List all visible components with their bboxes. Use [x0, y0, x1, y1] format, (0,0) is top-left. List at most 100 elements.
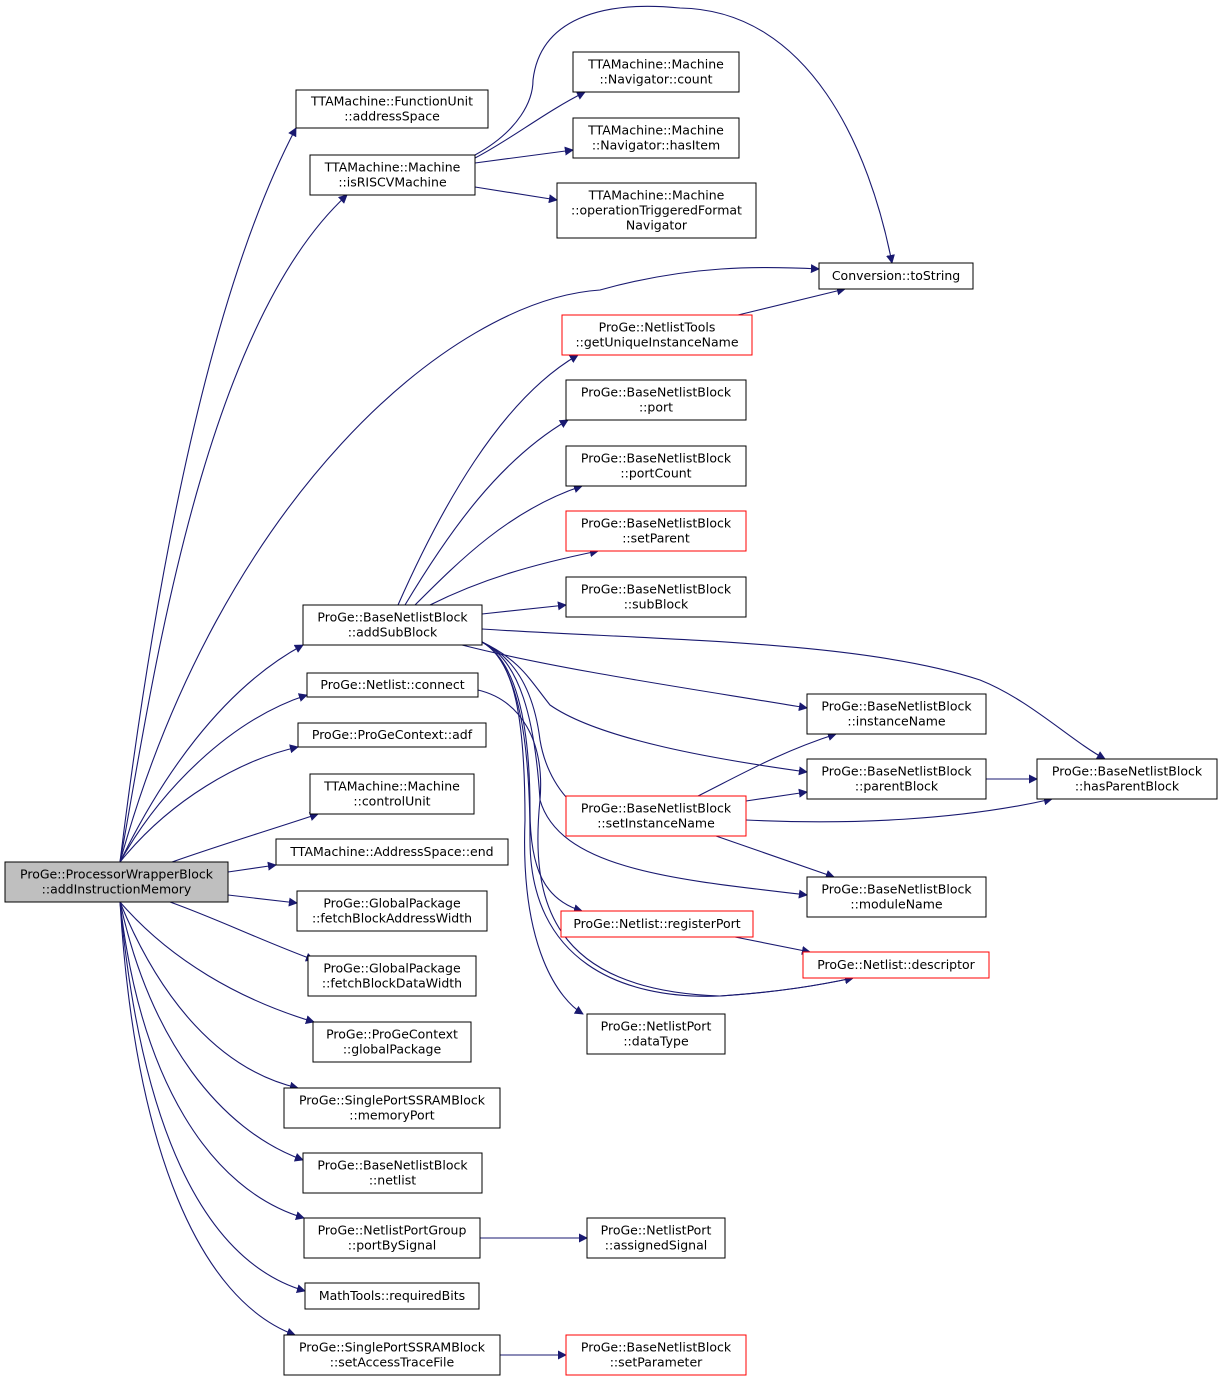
node-label: ::dataType: [623, 1034, 689, 1049]
node-optrigfmt[interactable]: TTAMachine::Machine::operationTriggeredF…: [556, 182, 757, 239]
node-adf[interactable]: ProGe::ProGeContext::adf: [297, 722, 487, 748]
node-box[interactable]: [307, 955, 477, 997]
node-globalpkg[interactable]: ProGe::ProGeContext::globalPackage: [312, 1021, 472, 1063]
node-label: ::globalPackage: [343, 1042, 442, 1057]
node-box[interactable]: [296, 890, 488, 932]
edge-root-to-memoryport: [119, 901, 299, 1091]
edge-root-to-isriscv: [119, 194, 348, 863]
node-box[interactable]: [565, 1334, 747, 1376]
node-label: ProGe::BaseNetlistBlock: [821, 699, 972, 714]
node-setparameter[interactable]: ProGe::BaseNetlistBlock::setParameter: [565, 1334, 747, 1376]
node-subblock[interactable]: ProGe::BaseNetlistBlock::subBlock: [565, 576, 747, 618]
node-box[interactable]: [295, 89, 489, 129]
node-label: TTAMachine::AddressSpace::end: [289, 844, 493, 859]
node-label: ProGe::NetlistPort: [601, 1223, 712, 1238]
node-netlist[interactable]: ProGe::BaseNetlistBlock::netlist: [302, 1152, 483, 1194]
node-label: ProGe::BaseNetlistBlock: [581, 516, 732, 531]
node-label: ::addInstructionMemory: [42, 882, 192, 897]
node-label: ::parentBlock: [855, 779, 939, 794]
node-box[interactable]: [802, 951, 990, 979]
node-box[interactable]: [560, 910, 754, 938]
node-root[interactable]: ProGe::ProcessorWrapperBlock::addInstruc…: [4, 861, 229, 903]
node-box[interactable]: [309, 773, 475, 815]
node-box[interactable]: [306, 672, 479, 698]
edge-root-to-reqbits: [119, 901, 306, 1294]
node-hasparent[interactable]: ProGe::BaseNetlistBlock::hasParentBlock: [1036, 758, 1218, 800]
node-box[interactable]: [275, 838, 509, 866]
node-box[interactable]: [283, 1334, 501, 1376]
node-label: ::fetchBlockAddressWidth: [312, 911, 472, 926]
node-box[interactable]: [806, 758, 987, 800]
node-box[interactable]: [297, 722, 487, 748]
node-uniqname[interactable]: ProGe::NetlistTools::getUniqueInstanceNa…: [561, 314, 753, 356]
node-modulename[interactable]: ProGe::BaseNetlistBlock::moduleName: [806, 876, 987, 918]
node-label: ProGe::BaseNetlistBlock: [1052, 764, 1203, 779]
node-label: ::portBySignal: [348, 1238, 436, 1253]
node-addsubblock[interactable]: ProGe::BaseNetlistBlock::addSubBlock: [302, 604, 483, 646]
node-isriscv[interactable]: TTAMachine::Machine::isRISCVMachine: [309, 154, 476, 196]
node-portbysignal[interactable]: ProGe::NetlistPortGroup::portBySignal: [303, 1217, 481, 1259]
node-label: ProGe::BaseNetlistBlock: [581, 385, 732, 400]
node-box[interactable]: [302, 1152, 483, 1194]
edge-root-to-tostring: [119, 264, 820, 863]
edge-setinstname-to-parentblock: [745, 788, 808, 802]
node-box[interactable]: [304, 1282, 480, 1310]
node-fetchaddr[interactable]: ProGe::GlobalPackage::fetchBlockAddressW…: [296, 890, 488, 932]
node-box[interactable]: [312, 1021, 472, 1063]
node-regport[interactable]: ProGe::Netlist::registerPort: [560, 910, 754, 938]
node-label: ProGe::BaseNetlistBlock: [317, 610, 468, 625]
node-box[interactable]: [565, 445, 747, 487]
node-box[interactable]: [572, 51, 740, 93]
node-label: ::isRISCVMachine: [338, 175, 447, 190]
node-box[interactable]: [806, 876, 987, 918]
node-box[interactable]: [806, 693, 987, 735]
node-reqbits[interactable]: MathTools::requiredBits: [304, 1282, 480, 1310]
node-label: ProGe::Netlist::descriptor: [817, 957, 975, 972]
node-datatype[interactable]: ProGe::NetlistPort::dataType: [586, 1013, 726, 1055]
node-box[interactable]: [565, 510, 747, 552]
node-label: Conversion::toString: [832, 268, 960, 283]
edge-isriscv-to-optrigfmt: [474, 186, 558, 204]
node-box[interactable]: [303, 1217, 481, 1259]
node-fetchdata[interactable]: ProGe::GlobalPackage::fetchBlockDataWidt…: [307, 955, 477, 997]
node-box[interactable]: [565, 379, 747, 421]
node-instancename[interactable]: ProGe::BaseNetlistBlock::instanceName: [806, 693, 987, 735]
node-box[interactable]: [565, 576, 747, 618]
edge-root-to-fetchaddr: [227, 894, 298, 907]
node-portcount[interactable]: ProGe::BaseNetlistBlock::portCount: [565, 445, 747, 487]
node-box[interactable]: [283, 1087, 501, 1129]
node-connect[interactable]: ProGe::Netlist::connect: [306, 672, 479, 698]
node-box[interactable]: [586, 1217, 726, 1259]
edge-setinstname-to-instancename: [697, 732, 837, 797]
node-assignedsignal[interactable]: ProGe::NetlistPort::assignedSignal: [586, 1217, 726, 1259]
node-box[interactable]: [309, 154, 476, 196]
node-nav-hasitem[interactable]: TTAMachine::Machine::Navigator::hasItem: [572, 117, 740, 159]
edge-root-to-portbysignal: [119, 901, 305, 1220]
node-port[interactable]: ProGe::BaseNetlistBlock::port: [565, 379, 747, 421]
node-setaccesstrace[interactable]: ProGe::SinglePortSSRAMBlock::setAccessTr…: [283, 1334, 501, 1376]
node-memoryport[interactable]: ProGe::SinglePortSSRAMBlock::memoryPort: [283, 1087, 501, 1129]
node-box[interactable]: [586, 1013, 726, 1055]
node-label: ::instanceName: [847, 714, 946, 729]
node-descriptor[interactable]: ProGe::Netlist::descriptor: [802, 951, 990, 979]
node-parentblock[interactable]: ProGe::BaseNetlistBlock::parentBlock: [806, 758, 987, 800]
node-setparent[interactable]: ProGe::BaseNetlistBlock::setParent: [565, 510, 747, 552]
node-box[interactable]: [1036, 758, 1218, 800]
node-label: MathTools::requiredBits: [319, 1288, 465, 1303]
node-box[interactable]: [572, 117, 740, 159]
node-box[interactable]: [561, 314, 753, 356]
node-box[interactable]: [302, 604, 483, 646]
node-box[interactable]: [818, 262, 974, 290]
node-fu-addrspace[interactable]: TTAMachine::FunctionUnit::addressSpace: [295, 89, 489, 129]
node-as-end[interactable]: TTAMachine::AddressSpace::end: [275, 838, 509, 866]
node-label: ::setInstanceName: [597, 816, 715, 831]
node-nav-count[interactable]: TTAMachine::Machine::Navigator::count: [572, 51, 740, 93]
node-box[interactable]: [4, 861, 229, 903]
node-box[interactable]: [565, 795, 747, 837]
node-setinstname[interactable]: ProGe::BaseNetlistBlock::setInstanceName: [565, 795, 747, 837]
node-box[interactable]: [556, 182, 757, 239]
node-tostring[interactable]: Conversion::toString: [818, 262, 974, 290]
node-controlunit[interactable]: TTAMachine::Machine::controlUnit: [309, 773, 475, 815]
edge-addsubblock-to-subblock: [481, 601, 567, 615]
